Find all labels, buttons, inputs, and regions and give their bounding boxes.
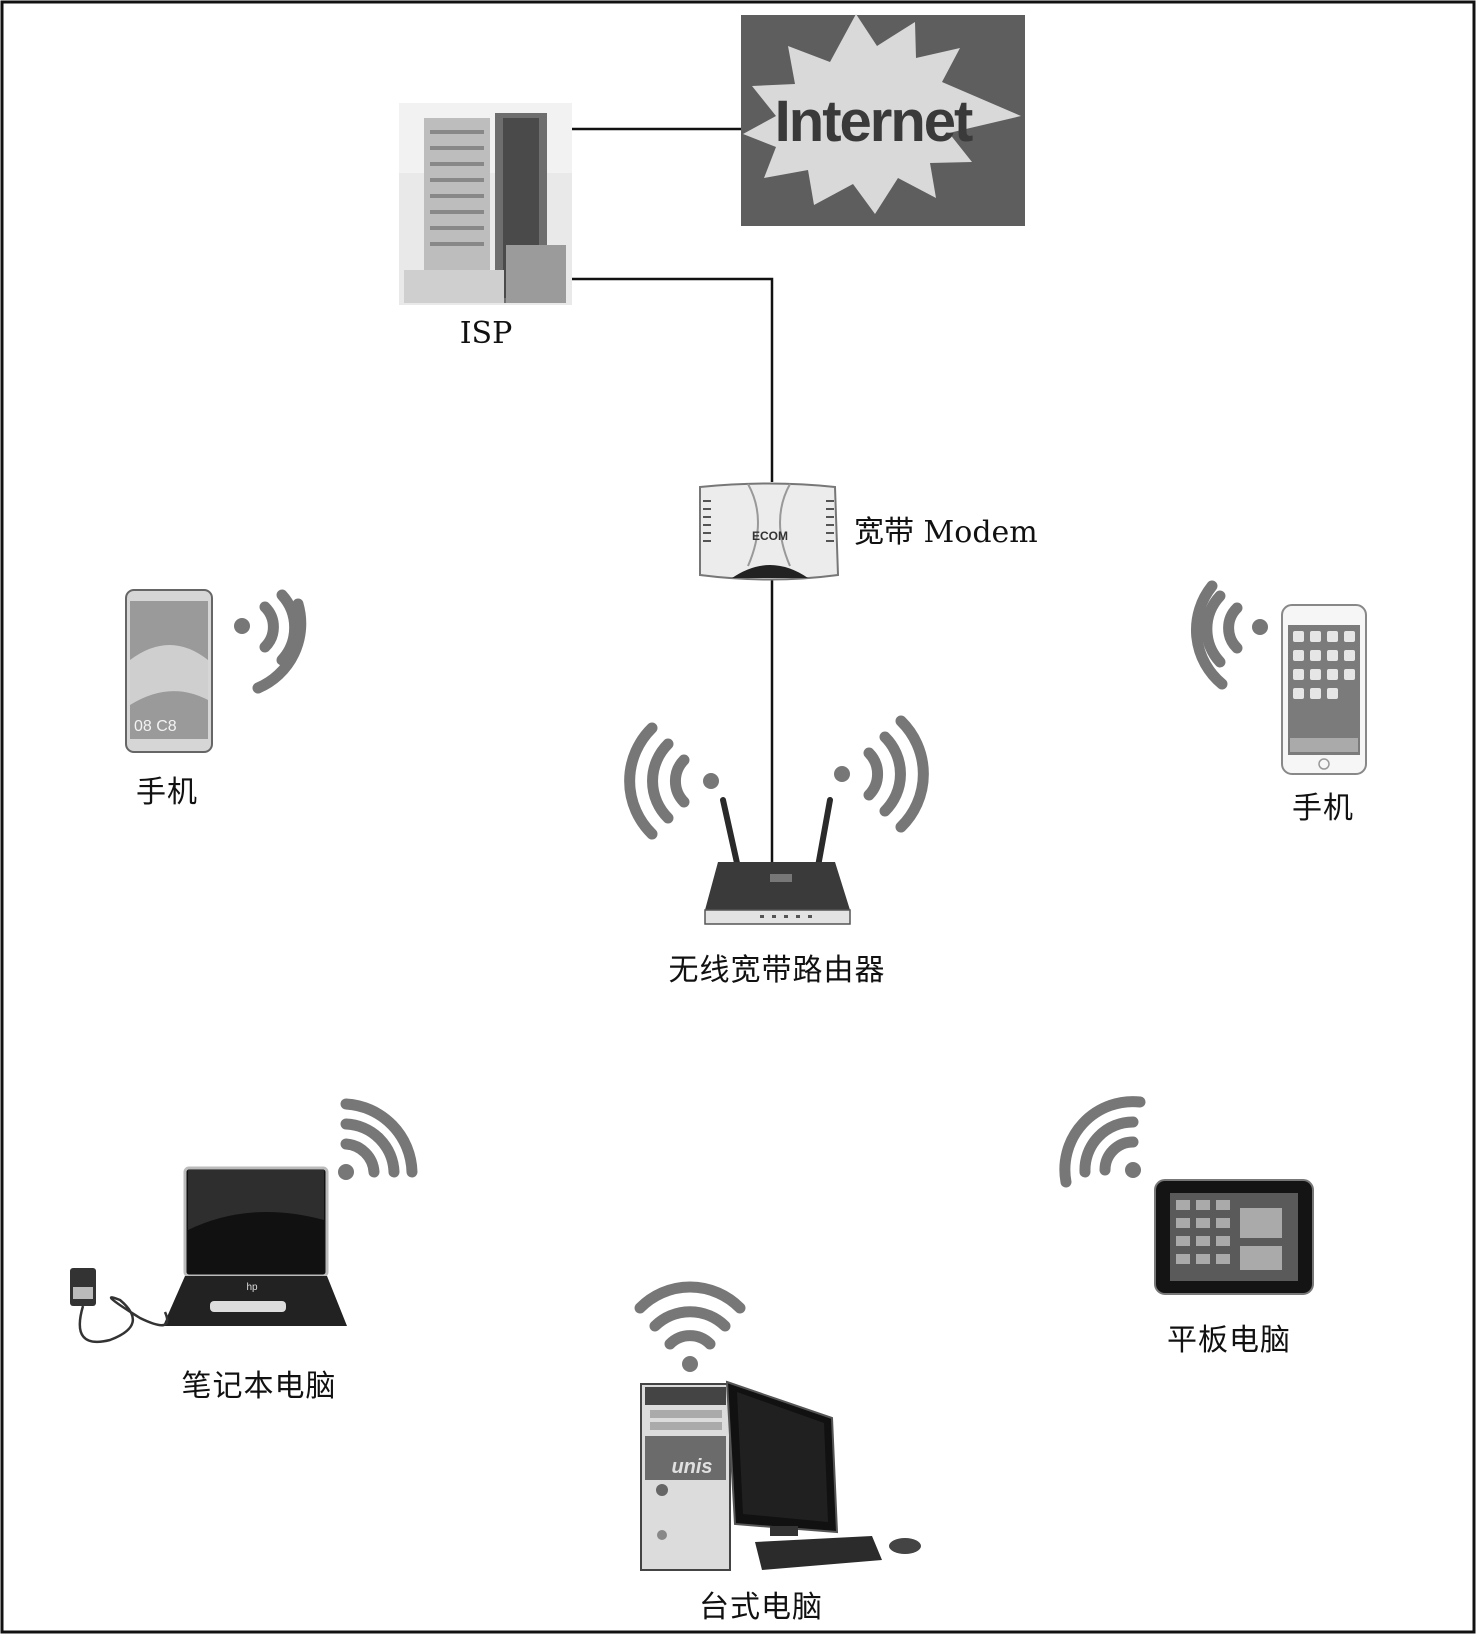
wifi-signal-router-left-icon [624, 722, 719, 840]
tablet-label: 平板电脑 [1167, 1323, 1291, 1358]
tablet-icon [1154, 1179, 1314, 1295]
phone-right-label: 手机 [1292, 791, 1354, 826]
line-isp-modem [572, 277, 774, 482]
internet-label: Internet [775, 89, 973, 154]
desktop-icon: unis [640, 1380, 921, 1571]
wifi-signal-router-right-icon [834, 715, 929, 833]
isp-building-icon [399, 103, 572, 305]
phone-right-icon [1281, 604, 1367, 775]
router-icon [704, 797, 851, 925]
desktop-brand: unis [671, 1456, 712, 1478]
wifi-signal-desktop-icon [634, 1281, 746, 1372]
isp-label: ISP [460, 316, 513, 351]
internet-burst-icon [743, 14, 1021, 214]
router-label: 无线宽带路由器 [669, 953, 886, 988]
modem-brand: ECOM [752, 529, 788, 543]
modem-label: 宽带 Modem [854, 515, 1038, 550]
laptop-label: 笔记本电脑 [182, 1369, 337, 1404]
desktop-label: 台式电脑 [699, 1590, 823, 1625]
phone-left-icon: 08 C8 [125, 589, 213, 753]
laptop-icon: hp [70, 1166, 347, 1344]
modem-icon: ECOM [699, 482, 840, 581]
laptop-brand: hp [246, 1282, 258, 1293]
internet-node: Internet [741, 14, 1025, 226]
connection-lines [572, 127, 774, 865]
phone-left-label: 手机 [136, 775, 198, 810]
wifi-signal-tablet-icon [1059, 1096, 1146, 1188]
wifi-signal-laptop-icon [338, 1098, 418, 1180]
wifi-signal-phone-left-icon [234, 589, 307, 694]
wifi-signal-phone-right-icon [1190, 580, 1268, 690]
phone-left-time: 08 C8 [134, 718, 177, 735]
